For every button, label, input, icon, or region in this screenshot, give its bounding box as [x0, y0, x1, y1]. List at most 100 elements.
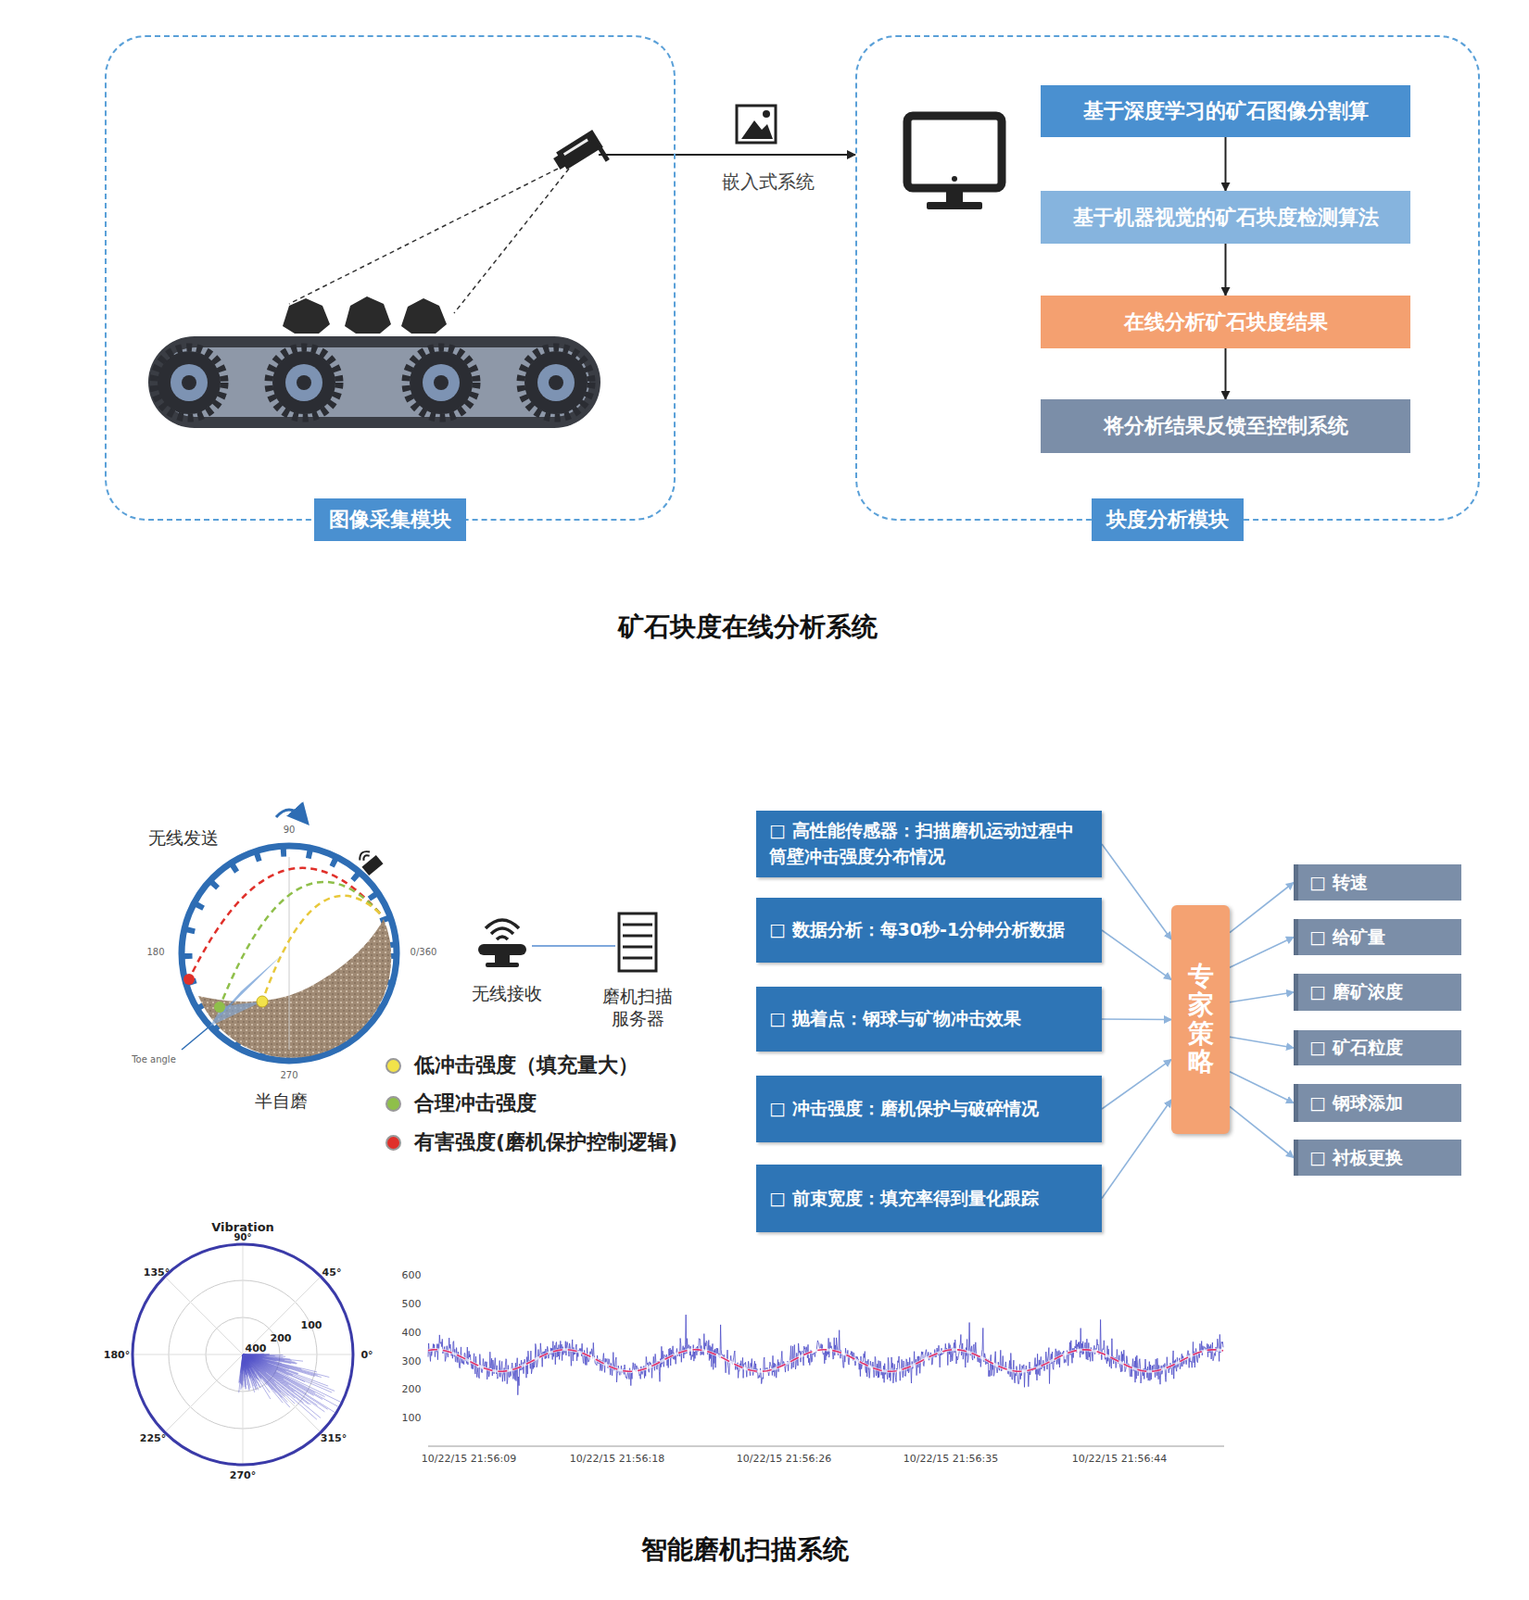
box-text: □ 抛着点：钢球与矿物冲击效果 [769, 1006, 1022, 1033]
caption: 矿石块度在线分析系统 [618, 609, 878, 645]
sensor [354, 846, 383, 876]
connector-arrow [1101, 844, 1172, 940]
legend-swatch [385, 1096, 402, 1112]
gear [524, 351, 588, 415]
toe-wedge [209, 954, 283, 1027]
callout: 半自磨 [254, 1089, 308, 1114]
strategy-box: 专家策略 [1171, 905, 1230, 1135]
axis [289, 857, 291, 1050]
angle-label: 45° [322, 1266, 342, 1279]
view-line [289, 164, 566, 304]
gear-axle [181, 375, 197, 391]
line-chart [428, 1314, 1225, 1447]
legend-item: 低冲击强度（填充量大） [385, 1051, 639, 1080]
ore-rock [401, 298, 447, 334]
axis-tick: 200 [402, 1383, 422, 1396]
box-text: □ 前束宽度：填充率得到量化跟踪 [769, 1186, 1039, 1213]
angle-label: 135° [143, 1266, 170, 1279]
connector-arrow [1229, 937, 1294, 969]
gear-teeth [405, 347, 477, 418]
impact-dot [256, 996, 268, 1008]
trajectory [189, 868, 380, 980]
box-text: 基于机器视觉的矿石块度检测算法 [1073, 203, 1379, 232]
wireless-receiver [478, 920, 527, 968]
gear-hub [422, 364, 460, 402]
impact-dot [183, 973, 195, 986]
gears [153, 347, 592, 418]
gear-hub [537, 364, 575, 402]
box-text: □ 磨矿浓度 [1309, 980, 1403, 1005]
angle-label: 270° [229, 1469, 256, 1482]
legend-item: 有害强度(磨机保护控制逻辑) [385, 1128, 678, 1157]
toe-wedge [209, 1001, 263, 1027]
device-label: 磨机扫描服务器 [600, 985, 675, 1031]
legend-swatch [385, 1058, 402, 1075]
monitor [907, 115, 1002, 210]
input-box: □ 高性能传感器：扫描磨机运动过程中筒壁冲击强度分布情况 [756, 810, 1102, 878]
connector-arrow [1101, 1018, 1172, 1021]
angle-label: 225° [139, 1432, 166, 1445]
angle-label: 0/360 [410, 947, 438, 958]
process-box: 在线分析矿石块度结果 [1040, 295, 1411, 349]
box-text: □ 矿石粒度 [1309, 1036, 1403, 1061]
gear-teeth [153, 347, 225, 418]
server [619, 913, 657, 972]
input-box: □ 前束宽度：填充率得到量化跟踪 [756, 1164, 1102, 1233]
box-text: □ 数据分析：每30秒-1分钟分析数据 [769, 917, 1065, 944]
process-box: 将分析结果反馈至控制系统 [1040, 399, 1411, 454]
angle-label: 315° [320, 1432, 347, 1445]
rotation-arrow [276, 809, 303, 818]
connector-arrow [1229, 1036, 1294, 1049]
edge-label: 嵌入式系统 [719, 169, 818, 195]
conveyor-track [148, 336, 601, 429]
connector-arrow [675, 153, 856, 156]
signal [428, 1314, 1224, 1396]
box-text: □ 衬板更换 [1309, 1146, 1403, 1171]
box-text: □ 钢球添加 [1309, 1091, 1403, 1116]
axis-tick: 10/22/15 21:56:26 [736, 1453, 832, 1466]
gear-hub [285, 364, 323, 402]
plot-title: Vibration [211, 1220, 275, 1235]
trajectory [219, 882, 380, 1008]
impact-dot [214, 1001, 226, 1013]
angle-label: 270 [279, 1070, 298, 1081]
connector-arrow [1101, 930, 1172, 980]
device-label: 无线接收 [471, 982, 543, 1007]
callout: Toe angle [131, 1054, 177, 1065]
connector-arrow [1225, 243, 1227, 296]
axis-tick: 10/22/15 21:56:09 [421, 1453, 517, 1466]
output-box: □ 矿石粒度 [1293, 1030, 1462, 1066]
angle-label: 90 [283, 824, 296, 835]
axis-tick: 500 [402, 1298, 422, 1311]
angle-label: 0° [360, 1349, 373, 1362]
trend [428, 1350, 1224, 1372]
mill-shell [181, 846, 397, 1062]
module-heading: 块度分析模块 [1091, 498, 1244, 542]
axis-tick: 400 [402, 1326, 422, 1340]
output-box: □ 磨矿浓度 [1293, 973, 1462, 1011]
angle-label: 90° [234, 1232, 253, 1243]
legend-text: 合理冲击强度 [414, 1089, 537, 1118]
axis-tick: 600 [402, 1269, 422, 1282]
signal-line [598, 153, 676, 156]
connector-arrow [1225, 348, 1227, 400]
box-text: 在线分析矿石块度结果 [1124, 308, 1328, 337]
box-text: □ 转速 [1309, 871, 1368, 896]
view-line [454, 168, 569, 314]
gear [157, 351, 221, 415]
input-box: □ 冲击强度：磨机保护与破碎情况 [756, 1075, 1102, 1143]
radius-label: 200 [270, 1332, 292, 1345]
gear-axle [548, 375, 564, 391]
connector-arrow [1101, 1099, 1172, 1200]
connector-arrow [1229, 883, 1294, 934]
caption: 智能磨机扫描系统 [641, 1532, 849, 1568]
axis-tick: 10/22/15 21:56:35 [903, 1453, 999, 1466]
box-text: 将分析结果反馈至控制系统 [1103, 412, 1349, 441]
connector-arrow [1225, 137, 1227, 191]
gear-teeth [268, 347, 340, 418]
box-text: 专家策略 [1187, 962, 1214, 1077]
gear-axle [296, 375, 312, 391]
input-box: □ 数据分析：每30秒-1分钟分析数据 [756, 897, 1102, 963]
ore-rock [344, 296, 392, 334]
box-text: 基于深度学习的矿石图像分割算 [1083, 97, 1369, 126]
